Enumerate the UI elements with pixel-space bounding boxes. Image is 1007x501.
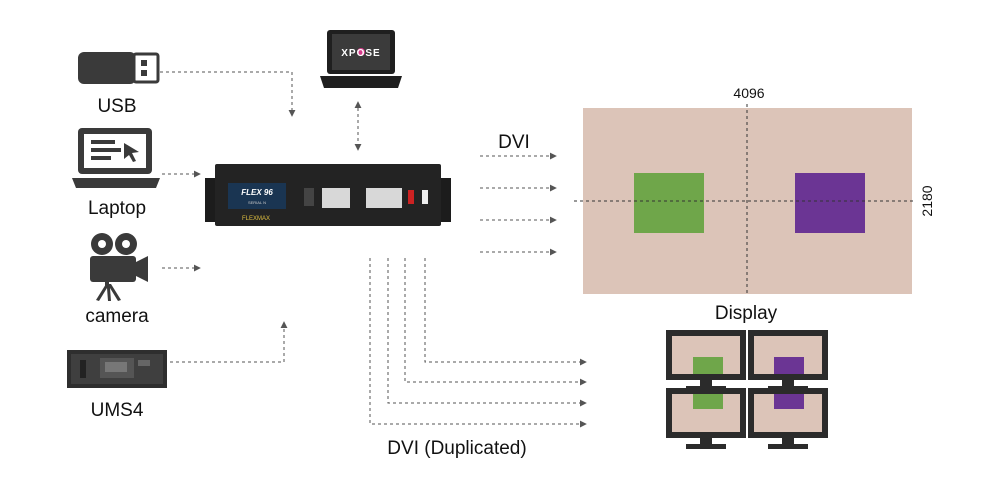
display-width-label: 4096 (733, 85, 764, 101)
dvi-duplicated-connector-2 (404, 258, 587, 386)
ums4-label: UMS4 (91, 400, 144, 421)
dvi-duplicated-connector-1 (424, 258, 587, 366)
dvi-duplicated-connector-3 (387, 258, 587, 407)
xpose-laptop-icon (320, 30, 402, 88)
dvi-duplicated-connector-4 (369, 258, 587, 428)
usb-label: USB (97, 96, 136, 117)
display-caption: Display (715, 303, 778, 324)
device-screen-subtitle: SERIAL N (248, 200, 266, 205)
laptop-label: Laptop (88, 198, 146, 219)
video-processor-device-icon (205, 164, 451, 226)
monitor-wall-icon (666, 330, 828, 449)
ums4-rack-unit-icon (67, 350, 167, 388)
ums4-connector (170, 321, 288, 363)
dvi-label: DVI (498, 132, 530, 153)
video-camera-icon (90, 233, 148, 301)
xpose-logo-text: XPOSE (341, 48, 380, 59)
display-height-label: 2180 (919, 185, 935, 216)
laptop-icon (72, 128, 160, 188)
camera-label: camera (85, 306, 149, 327)
display-window-right (795, 173, 865, 233)
dvi-duplicated-label: DVI (Duplicated) (387, 438, 526, 459)
device-brand-label: FLEXMAX (242, 216, 270, 222)
device-screen-title: FLEX 96 (241, 188, 273, 197)
usb-drive-icon (78, 52, 160, 84)
display-window-left (634, 173, 704, 233)
usb-connector (160, 71, 296, 117)
